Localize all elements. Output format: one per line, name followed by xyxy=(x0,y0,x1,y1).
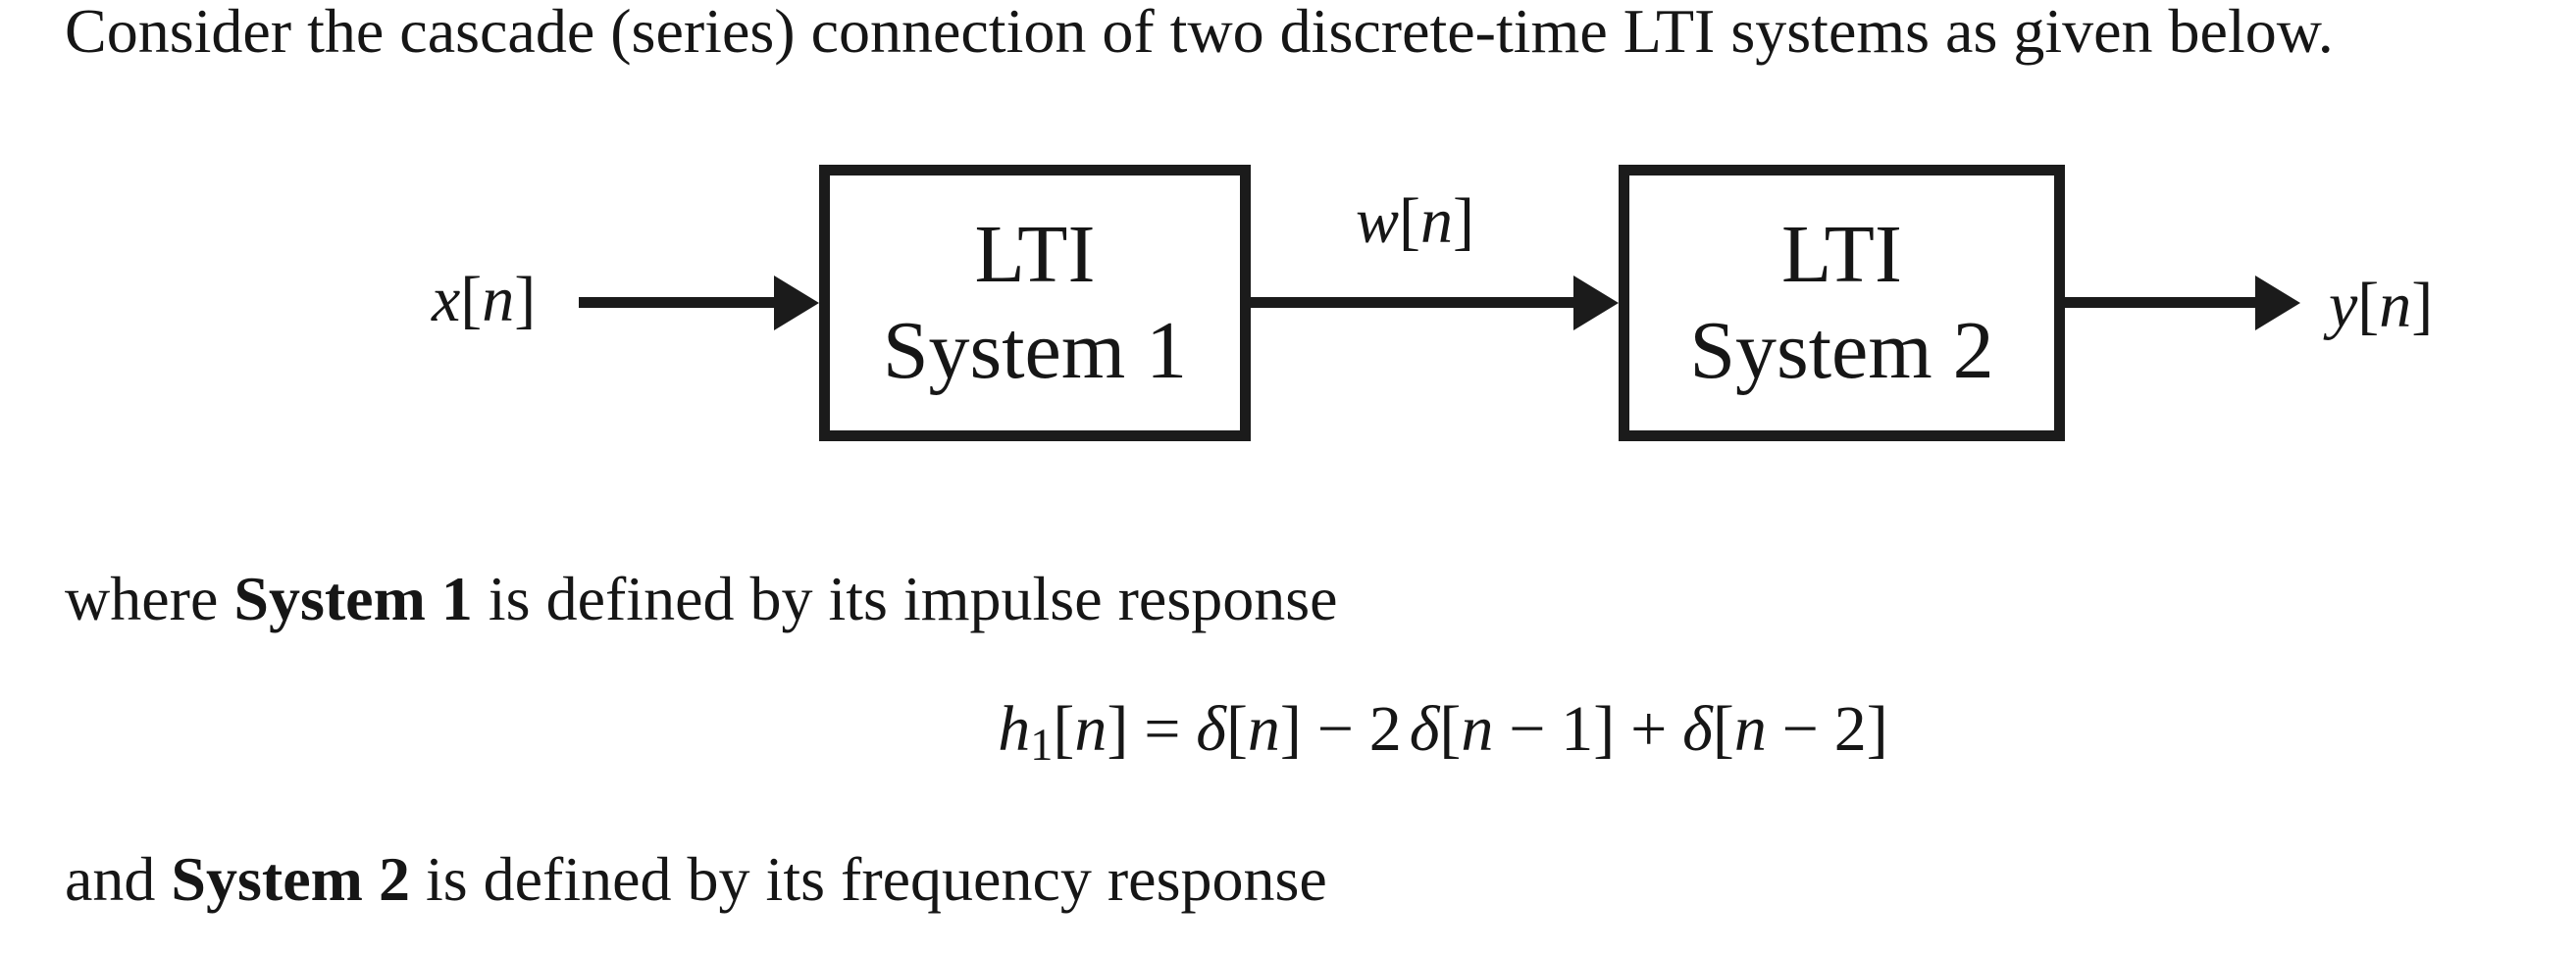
intermediate-bracket-open: [ xyxy=(1399,185,1421,257)
intermediate-arrow-head xyxy=(1573,276,1619,330)
input-signal-label: x[n] xyxy=(432,261,536,338)
eq-equals: = xyxy=(1144,693,1181,765)
eq-minus-2: − xyxy=(1509,693,1546,765)
eq-n-1: n xyxy=(1074,693,1108,765)
eq-lb-3: [ xyxy=(1439,693,1462,765)
system2-description-pre: and xyxy=(65,844,172,914)
output-bracket-open: [ xyxy=(2357,270,2380,341)
eq-delta-1: δ xyxy=(1196,693,1226,765)
intermediate-signal-label: w[n] xyxy=(1356,182,1474,260)
eq-coefficient: 2 xyxy=(1368,693,1402,765)
eq-n-3: n xyxy=(1461,693,1494,765)
eq-lb-2: [ xyxy=(1225,693,1248,765)
input-bracket-close: ] xyxy=(514,264,537,335)
eq-shift-1: 1 xyxy=(1561,693,1594,765)
system-1-box: LTI System 1 xyxy=(819,165,1251,441)
eq-plus: + xyxy=(1630,693,1668,765)
eq-n-2: n xyxy=(1247,693,1280,765)
system-2-box-line1: LTI xyxy=(1781,208,1902,300)
system1-description: where System 1 is defined by its impulse… xyxy=(65,562,1338,637)
eq-minus-3: − xyxy=(1781,693,1819,765)
input-bracket-open: [ xyxy=(460,264,483,335)
system1-description-pre: where xyxy=(65,564,234,633)
eq-n-4: n xyxy=(1733,693,1767,765)
eq-minus-1: − xyxy=(1316,693,1354,765)
eq-h-subscript: 1 xyxy=(1030,720,1054,771)
output-arrow-head xyxy=(2255,276,2300,330)
system2-description-post: is defined by its frequency response xyxy=(409,844,1327,914)
eq-delta-3: δ xyxy=(1682,693,1713,765)
eq-rb-3: ] xyxy=(1593,693,1616,765)
eq-lb-4: [ xyxy=(1712,693,1734,765)
intermediate-bracket-close: ] xyxy=(1453,185,1474,257)
output-signal-arg: n xyxy=(2379,270,2412,341)
eq-rb-4: ] xyxy=(1866,693,1888,765)
system2-description: and System 2 is defined by its frequency… xyxy=(65,842,1327,918)
eq-h: h xyxy=(998,693,1031,765)
input-arrow-line xyxy=(579,297,778,308)
output-bracket-close: ] xyxy=(2411,270,2434,341)
intermediate-signal-var: w xyxy=(1356,185,1400,257)
system-1-box-line2: System 1 xyxy=(882,305,1188,396)
input-signal-arg: n xyxy=(482,264,515,335)
system1-label: System 1 xyxy=(233,564,473,633)
eq-rb-2: ] xyxy=(1279,693,1302,765)
system-1-box-line1: LTI xyxy=(974,208,1096,300)
intermediate-signal-arg: n xyxy=(1420,185,1454,257)
input-signal-var: x xyxy=(432,264,461,335)
system1-description-post: is defined by its impulse response xyxy=(472,564,1338,633)
system-2-box: LTI System 2 xyxy=(1619,165,2065,441)
intro-text-content: Consider the cascade (series) connection… xyxy=(65,0,2334,66)
eq-rb-1: ] xyxy=(1107,693,1129,765)
intro-text: Consider the cascade (series) connection… xyxy=(65,0,2334,70)
system-2-box-line2: System 2 xyxy=(1689,305,1994,396)
eq-shift-2: 2 xyxy=(1833,693,1867,765)
eq-delta-2: δ xyxy=(1409,693,1440,765)
output-signal-var: y xyxy=(2329,270,2358,341)
intermediate-arrow-line xyxy=(1249,297,1575,308)
input-arrow-head xyxy=(774,276,819,330)
system2-label: System 2 xyxy=(171,844,410,914)
output-arrow-line xyxy=(2063,297,2257,308)
eq-lb-1: [ xyxy=(1053,693,1075,765)
output-signal-label: y[n] xyxy=(2329,267,2433,344)
